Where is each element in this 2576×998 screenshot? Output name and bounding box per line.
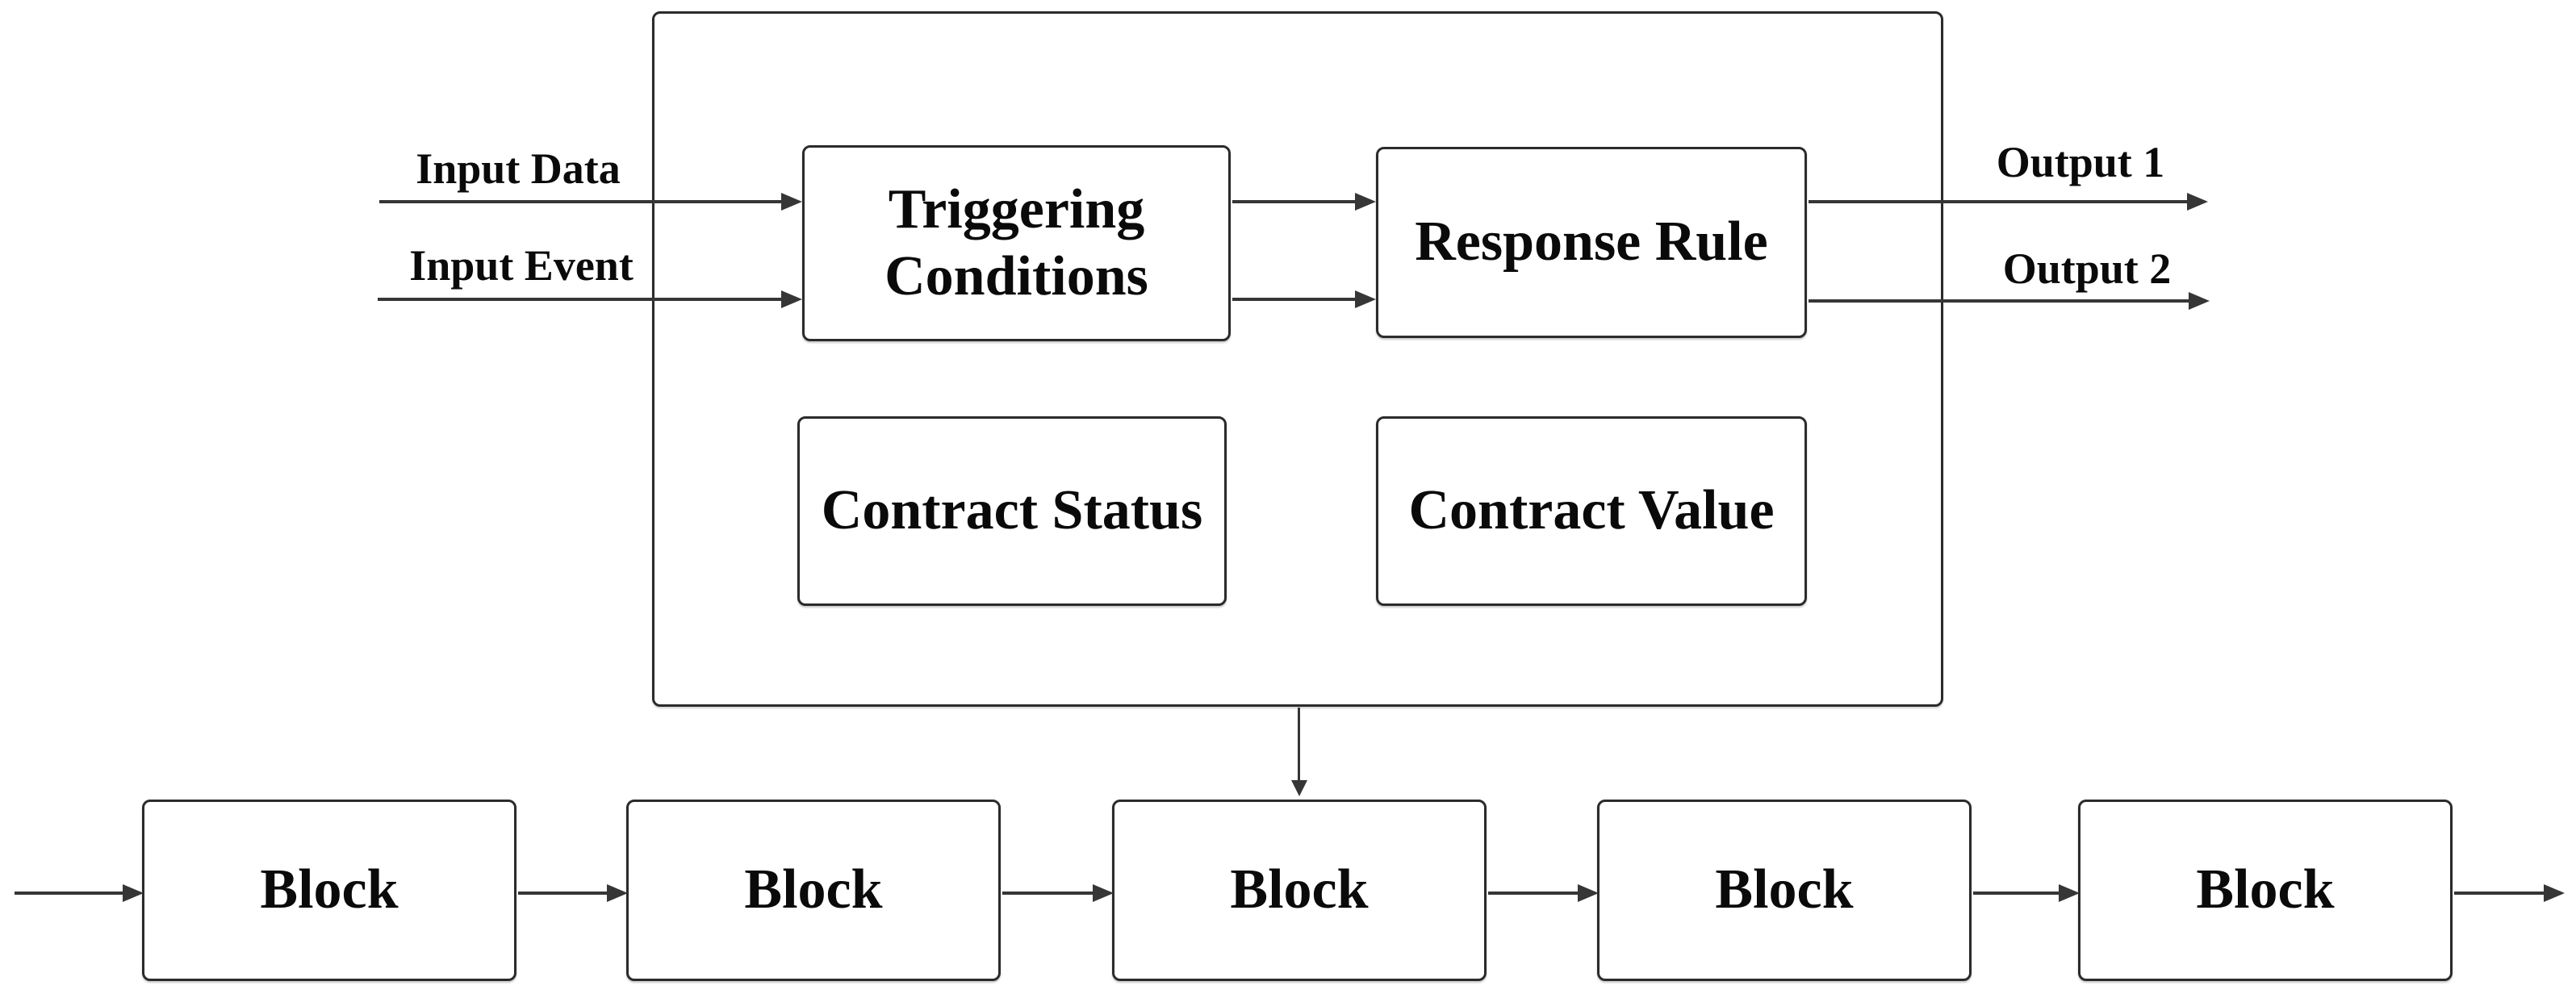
input-event-label: Input Event: [409, 241, 634, 290]
chain-out-arrow: [2454, 892, 2544, 895]
block-box-4: Block: [1597, 800, 1972, 981]
input-data-label: Input Data: [416, 144, 621, 193]
input-data-arrow: [379, 200, 781, 203]
block-label: Block: [1715, 858, 1854, 921]
block-label: Block: [744, 858, 883, 921]
triggering-conditions-label: Triggering Conditions: [884, 177, 1148, 307]
block-box-1: Block: [142, 800, 516, 981]
contract-status-label: Contract Status: [821, 479, 1203, 542]
contract-value-label: Contract Value: [1408, 479, 1775, 542]
block-box-3: Block: [1112, 800, 1487, 981]
triggering-to-response-arrow-1: [1232, 200, 1355, 203]
input-event-arrow: [378, 298, 781, 301]
output-2-label: Output 2: [2002, 244, 2172, 293]
contract-value-box: Contract Value: [1376, 416, 1807, 606]
contract-to-blockchain-arrow: [1298, 708, 1300, 780]
contract-status-box: Contract Status: [797, 416, 1227, 606]
output-1-arrow: [1809, 200, 2187, 203]
triggering-to-response-arrow-2: [1232, 298, 1355, 301]
block-box-5: Block: [2078, 800, 2453, 981]
response-rule-label: Response Rule: [1415, 211, 1768, 274]
block3-to-block4-arrow: [1488, 892, 1578, 895]
block1-to-block2-arrow: [518, 892, 607, 895]
response-rule-box: Response Rule: [1376, 147, 1807, 338]
block-label: Block: [260, 858, 399, 921]
block-box-2: Block: [626, 800, 1001, 981]
output-2-arrow: [1809, 299, 2189, 303]
output-1-label: Output 1: [1996, 138, 2165, 186]
triggering-conditions-box: Triggering Conditions: [802, 145, 1231, 341]
contract-container-box: [652, 11, 1943, 707]
block2-to-block3-arrow: [1002, 892, 1093, 895]
block4-to-block5-arrow: [1973, 892, 2059, 895]
chain-in-arrow: [15, 892, 123, 895]
block-label: Block: [1230, 858, 1369, 921]
block-label: Block: [2196, 858, 2335, 921]
